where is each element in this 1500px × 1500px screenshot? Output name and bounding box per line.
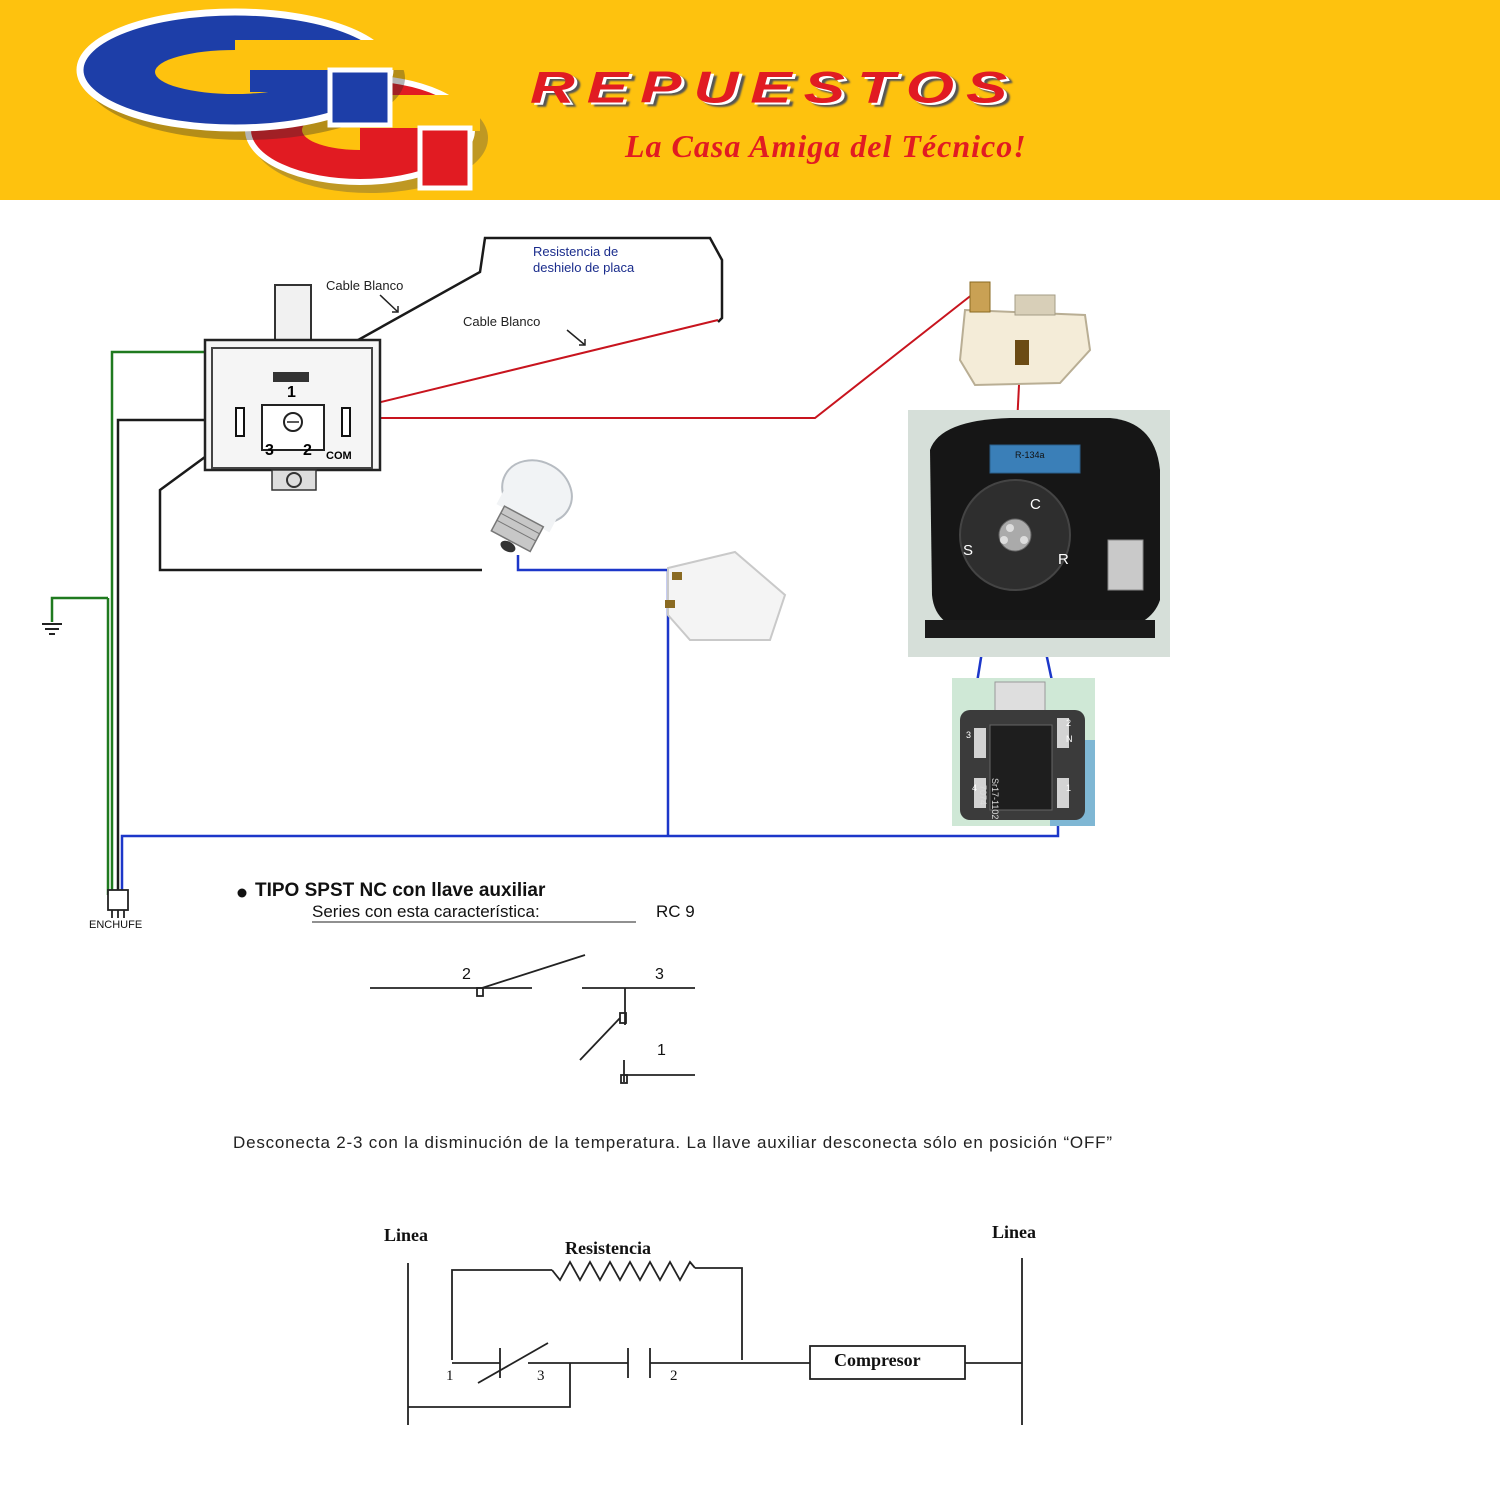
label-resistencia-1: Resistencia de bbox=[533, 244, 619, 259]
relay-pin-1: 1 bbox=[1066, 783, 1072, 793]
line-wires bbox=[116, 236, 724, 895]
door-switch bbox=[665, 550, 787, 641]
compressor-pin-r: R bbox=[1058, 551, 1069, 568]
ground-wire bbox=[50, 350, 205, 895]
header-banner: REPUESTOS La Casa Amiga del Técnico! bbox=[0, 0, 1500, 200]
spec-description: Desconecta 2-3 con la disminución de la … bbox=[233, 1133, 1113, 1152]
ladder-resistencia: Resistencia bbox=[565, 1238, 651, 1258]
spec-series-value: RC 9 bbox=[656, 902, 695, 921]
label-enchufe: ENCHUFE bbox=[89, 919, 143, 931]
wiring-diagram: Cable Blanco Cable Blanco Resistencia de… bbox=[0, 200, 1500, 1500]
ladder-node-2: 2 bbox=[670, 1368, 678, 1384]
spec-contact-1: 1 bbox=[657, 1042, 666, 1059]
overload-protector bbox=[958, 281, 1092, 387]
thermostat-terminal-1: 1 bbox=[287, 384, 296, 401]
compressor-refrigerant: R-134a bbox=[1015, 450, 1045, 460]
brand-name: REPUESTOS bbox=[530, 62, 1020, 113]
ladder-node-1: 1 bbox=[446, 1368, 454, 1384]
thermostat-terminal-com: COM bbox=[326, 450, 352, 462]
compressor-pin-s: S bbox=[963, 542, 974, 559]
relay-pin-2: 2 bbox=[1066, 718, 1072, 728]
gg-logo bbox=[76, 8, 488, 193]
lamp-bulb-icon bbox=[490, 459, 573, 553]
label-cable-blanco-1: Cable Blanco bbox=[326, 278, 404, 293]
ladder-node-3: 3 bbox=[537, 1368, 545, 1384]
label-cable-blanco-2: Cable Blanco bbox=[463, 314, 541, 329]
thermostat bbox=[203, 284, 382, 491]
brand-tagline: La Casa Amiga del Técnico! bbox=[625, 128, 1027, 164]
spec-contact-2: 2 bbox=[462, 966, 471, 983]
wiring-svg bbox=[42, 236, 1170, 1425]
relay-model-2: 7074 bbox=[978, 785, 988, 806]
label-resistencia-2: deshielo de placa bbox=[533, 260, 635, 275]
start-relay bbox=[952, 678, 1095, 826]
ladder-linea-left: Linea bbox=[384, 1225, 429, 1245]
plug-icon bbox=[107, 889, 129, 918]
thermostat-terminal-2: 2 bbox=[303, 442, 312, 459]
spst-symbol bbox=[370, 954, 695, 1084]
spec-series-label: Series con esta característica: bbox=[312, 902, 540, 921]
bullet-dot bbox=[237, 888, 247, 898]
compressor bbox=[908, 410, 1170, 657]
ladder-linea-right: Linea bbox=[992, 1222, 1037, 1242]
relay-pin-4: 4 bbox=[972, 783, 978, 793]
spec-title: TIPO SPST NC con llave auxiliar bbox=[255, 880, 546, 901]
spec-contact-3: 3 bbox=[655, 966, 664, 983]
ground-symbol-icon bbox=[42, 623, 62, 635]
ladder-compresor: Compresor bbox=[834, 1350, 921, 1370]
relay-model-1: Sr17-1102 bbox=[990, 778, 1000, 820]
thermostat-terminal-3: 3 bbox=[265, 442, 274, 459]
ladder-diagram bbox=[407, 1258, 1023, 1425]
compressor-pin-c: C bbox=[1030, 496, 1041, 513]
relay-pin-3: 3 bbox=[966, 730, 972, 740]
relay-pin-n: N bbox=[1066, 734, 1073, 744]
